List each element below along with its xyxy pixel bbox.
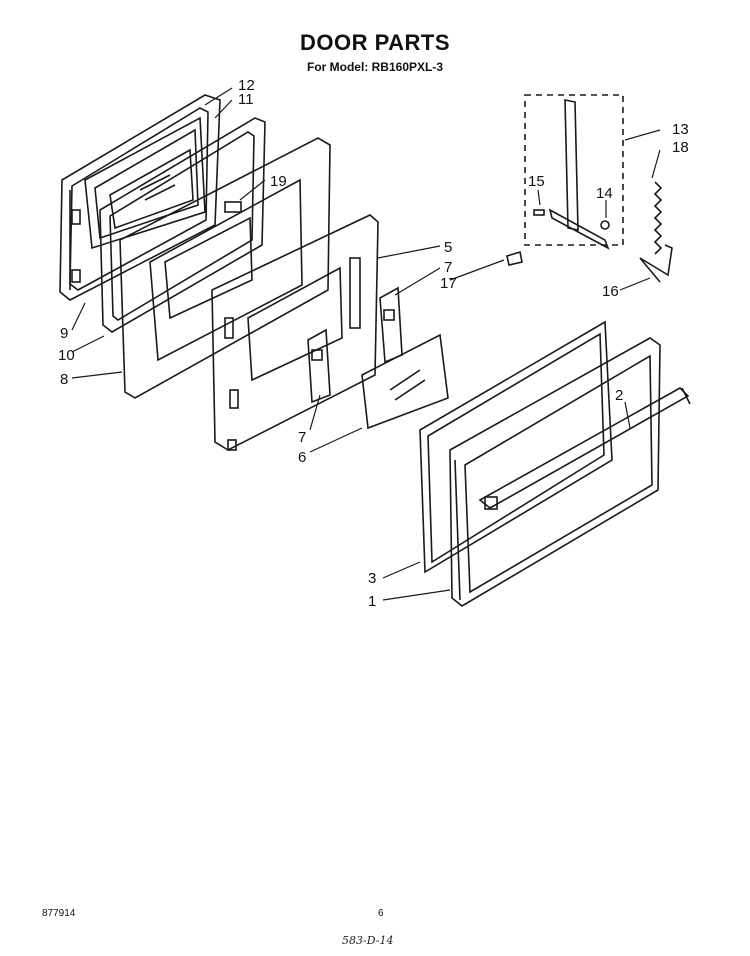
part-12-window-frame <box>84 116 206 250</box>
callout-9: 9 <box>60 325 68 342</box>
callout-11: 11 <box>238 91 254 108</box>
callout-5: 5 <box>444 239 452 256</box>
callout-17: 17 <box>440 275 457 292</box>
callout-19: 19 <box>270 173 287 190</box>
callout-7-top: 7 <box>444 259 452 276</box>
page-title: DOOR PARTS <box>299 30 451 55</box>
callout-14: 14 <box>596 185 613 202</box>
part-1-outer-frame <box>449 337 661 607</box>
part-10-gasket <box>99 117 266 333</box>
handwritten-note: 583-D-14 <box>342 934 394 947</box>
callout-2: 2 <box>615 387 623 404</box>
callout-18: 18 <box>672 139 689 156</box>
document-number: 877914 <box>42 908 76 919</box>
callout-13: 13 <box>672 121 689 138</box>
leader-lines <box>71 87 661 601</box>
part-3-outer-glass <box>419 320 613 574</box>
part-6-glass <box>361 333 449 430</box>
part-17-hinge-pin <box>506 250 523 266</box>
part-18-spring <box>653 181 663 255</box>
part-2-handle <box>478 387 691 510</box>
callout-15: 15 <box>528 173 545 190</box>
callout-labels: 12 11 19 9 10 8 5 7 17 13 18 15 14 16 7 … <box>58 77 689 610</box>
callout-3: 3 <box>368 570 376 587</box>
part-13-hinge-box <box>524 94 624 250</box>
model-subtitle: For Model: RB160PXL-3 <box>306 60 444 74</box>
part-5-door-inner <box>211 214 379 451</box>
part-16-hinge-arm <box>639 244 673 283</box>
callout-8: 8 <box>60 371 68 388</box>
callout-7-bottom: 7 <box>298 429 306 446</box>
page-number: 6 <box>378 908 384 919</box>
callout-12: 12 <box>238 77 255 94</box>
callout-16: 16 <box>602 283 619 300</box>
part-8-inner-panel <box>119 137 331 399</box>
part-9-door-liner <box>59 94 221 301</box>
callout-10: 10 <box>58 347 75 364</box>
callout-6: 6 <box>298 449 306 466</box>
callout-1: 1 <box>368 593 376 610</box>
